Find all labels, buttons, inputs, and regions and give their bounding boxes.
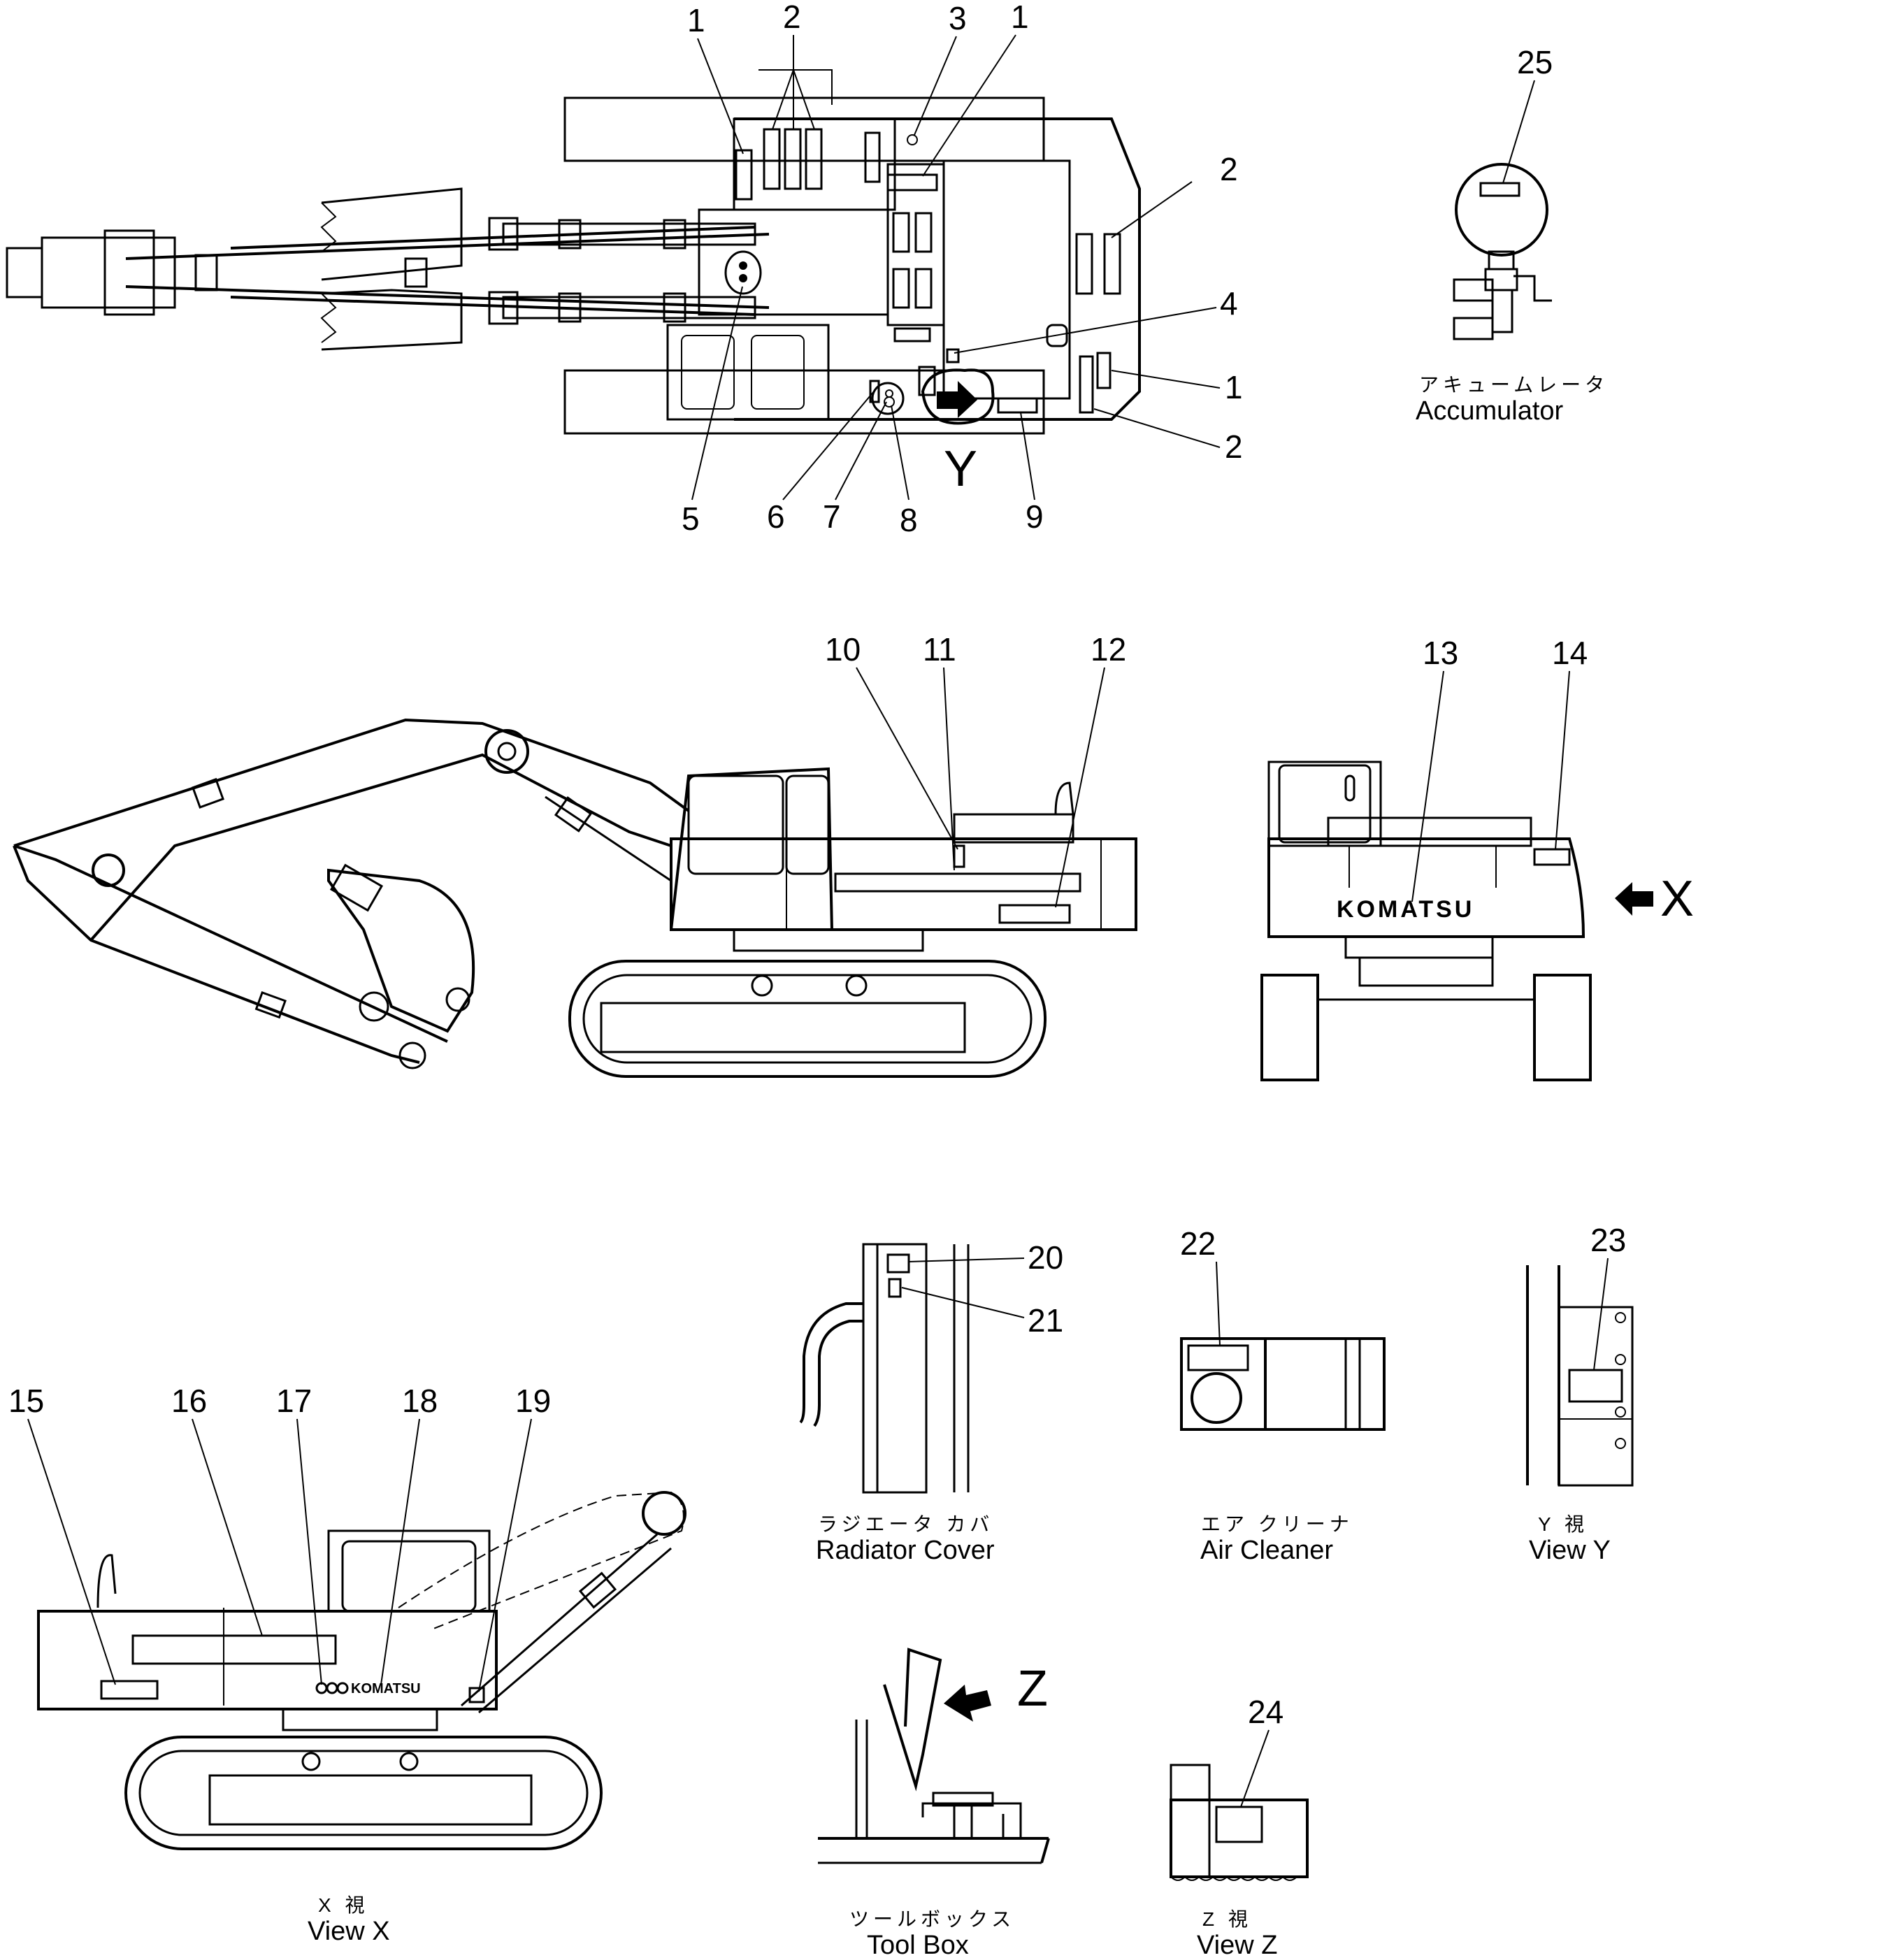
view-x-callouts: 15 16 17 18 19 [8,1383,551,1692]
callout-6: 6 [767,498,785,535]
radiator-cover-detail: 20 21 ラジエータ カバ Radiator Cover [799,1239,1063,1565]
caption-tool-box: Tool Box [867,1931,969,1960]
callout-16: 16 [171,1383,207,1419]
callout-10: 10 [825,631,861,668]
side-view-machine [13,718,1137,1078]
view-letter-z: Z [1017,1661,1048,1717]
caption-radiator-cover: Radiator Cover [816,1536,995,1565]
rear-view-machine: KOMATSU X 13 14 [1260,635,1694,1081]
callout-2: 2 [1220,151,1238,187]
callout-17: 17 [276,1383,312,1419]
callout-15: 15 [8,1383,44,1419]
air-cleaner-detail: 22 エア クリーナ Air Cleaner [1180,1225,1386,1565]
callout-7: 7 [823,498,841,535]
caption-viewz-jp: Z 視 [1202,1908,1252,1930]
caption-aircleaner-jp: エア クリーナ [1201,1513,1353,1535]
callout-2: 2 [783,0,801,35]
callout-23: 23 [1590,1222,1626,1258]
view-z-detail: 24 Z 視 View Z [1170,1694,1309,1960]
callout-14: 14 [1552,635,1588,671]
callout-2: 2 [1225,428,1243,465]
side-view-callouts: 10 11 12 [825,631,1126,908]
callout-20: 20 [1028,1239,1063,1276]
callout-1: 1 [1011,0,1029,35]
caption-viewx-jp: X 視 [318,1894,368,1916]
brand-komatsu-small: KOMATSU [351,1681,421,1696]
caption-view-z: View Z [1197,1931,1277,1960]
caption-view-y: View Y [1529,1536,1611,1565]
caption-accumulator: Accumulator [1416,396,1564,426]
caption-toolbox-jp: ツールボックス [849,1908,1015,1930]
view-y-detail: 23 Y 視 View Y [1526,1222,1634,1565]
caption-air-cleaner: Air Cleaner [1200,1536,1333,1565]
caption-radiator-jp: ラジエータ カバ [818,1513,993,1535]
callout-21: 21 [1028,1302,1063,1339]
view-letter-y: Y [944,441,977,497]
callout-12: 12 [1091,631,1126,668]
callout-1: 1 [1225,369,1243,405]
view-letter-x: X [1660,871,1694,927]
callout-1: 1 [687,2,705,38]
callout-3: 3 [949,0,967,36]
callout-13: 13 [1423,635,1458,671]
callout-11: 11 [923,631,956,668]
accumulator-detail: 25 アキュームレータ Accumulator [1416,44,1609,426]
callout-5: 5 [682,500,700,537]
callout-19: 19 [515,1383,551,1419]
callout-18: 18 [402,1383,438,1419]
tool-box-detail: Z ツールボックス Tool Box [818,1648,1050,1960]
caption-accumulator-jp: アキュームレータ [1419,374,1609,396]
caption-view-x: View X [308,1917,390,1946]
callout-22: 22 [1180,1225,1216,1262]
brand-komatsu: KOMATSU [1337,896,1474,923]
view-x-machine: KOMATSU X 視 View X [37,1491,686,1946]
callout-4: 4 [1220,285,1238,322]
top-view-callouts: 1 2 3 1 2 4 1 2 5 6 7 8 9 Y [682,0,1243,538]
callout-24: 24 [1248,1694,1283,1730]
caption-viewy-jp: Y 視 [1538,1513,1588,1535]
callout-9: 9 [1026,498,1044,535]
callout-25: 25 [1517,44,1553,80]
callout-8: 8 [900,502,918,538]
top-view-machine [6,96,1141,435]
